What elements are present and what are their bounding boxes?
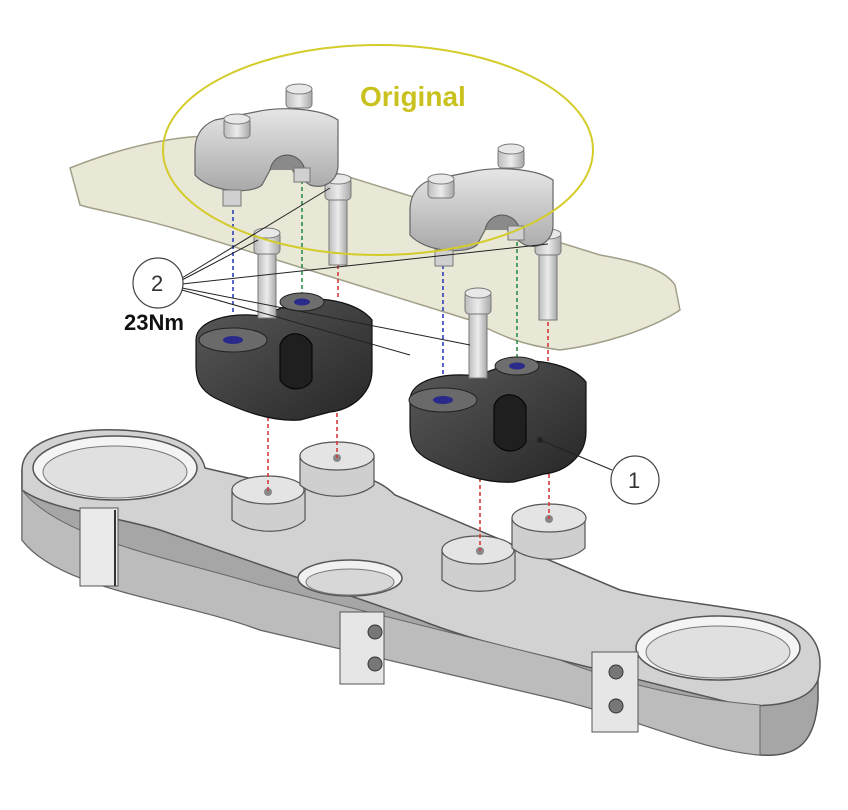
original-clamp-left [194,83,339,207]
callout-1-leader [539,439,613,471]
riser-block-right [408,356,587,483]
riser-bolt-3 [464,287,492,379]
triple-clamp [21,429,821,757]
callout-1-label: 1 [628,468,640,493]
riser-block-left [195,292,373,421]
alignment-guides [232,180,550,551]
callout-2-circle [132,257,184,309]
callout-1-dot [537,437,543,443]
original-highlight-ellipse [162,44,594,256]
callout-1-circle [610,455,660,505]
original-label: Original [360,81,466,112]
torque-label: 23Nm [124,310,184,335]
callout-2-label: 2 [151,271,163,296]
callout-2-leaders [181,187,549,356]
riser-bolt-1 [253,227,281,319]
